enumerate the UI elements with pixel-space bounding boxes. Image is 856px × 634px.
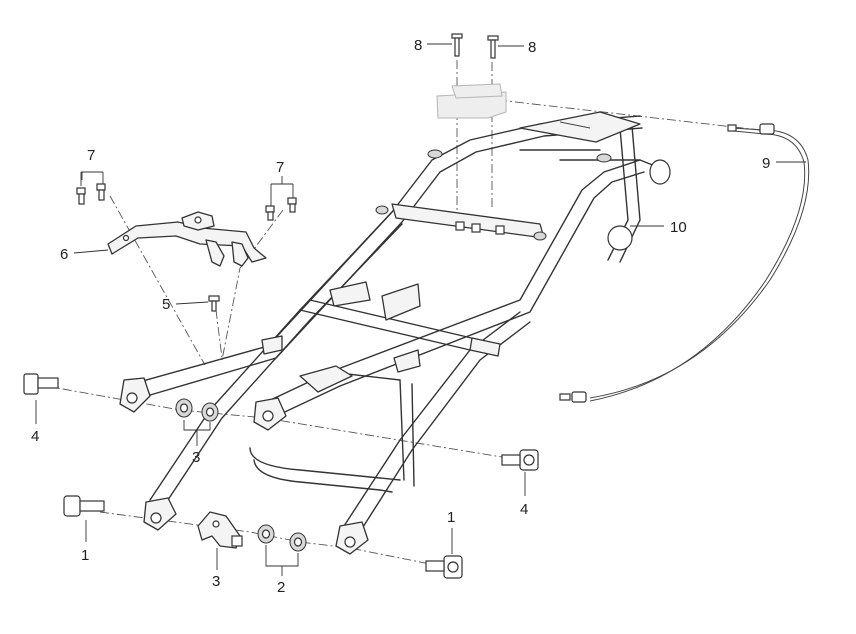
callout-8-right: 8	[528, 39, 536, 56]
seat-lock-bracket	[436, 83, 507, 119]
spacers-upper	[175, 398, 219, 422]
callout-10: 10	[670, 219, 687, 236]
bracket	[107, 211, 267, 267]
rear-subframe	[119, 111, 671, 555]
small-screw	[208, 295, 220, 312]
seat-lock-cable	[559, 123, 810, 403]
callout-7-right: 7	[276, 159, 284, 176]
callout-1-left: 1	[81, 547, 89, 564]
bolts-left-pair	[76, 183, 106, 205]
spacers-lower	[257, 524, 307, 552]
bolt-lower-right	[425, 555, 463, 579]
callout-9: 9	[762, 155, 770, 172]
bolt-right	[501, 449, 539, 471]
callout-1-right: 1	[447, 509, 455, 526]
screws	[451, 33, 499, 59]
bolts-right-pair	[265, 197, 297, 221]
callout-2: 2	[277, 579, 285, 596]
callout-labels: 8 8 7 7 6 5 4 3 4 1 1 3 2 9 10	[31, 37, 770, 596]
callout-3-upper: 3	[192, 449, 200, 466]
bolt-lower-left	[63, 495, 105, 517]
lower-bracket	[197, 511, 243, 549]
callout-3-lower: 3	[212, 573, 220, 590]
leader-lines	[35, 43, 806, 576]
callout-8-left: 8	[414, 37, 422, 54]
callout-5: 5	[162, 296, 170, 313]
callout-4-right: 4	[520, 501, 528, 518]
bolt-left	[23, 373, 59, 395]
callout-4-left: 4	[31, 428, 39, 445]
callout-6: 6	[60, 246, 68, 263]
callout-7-left: 7	[87, 147, 95, 164]
